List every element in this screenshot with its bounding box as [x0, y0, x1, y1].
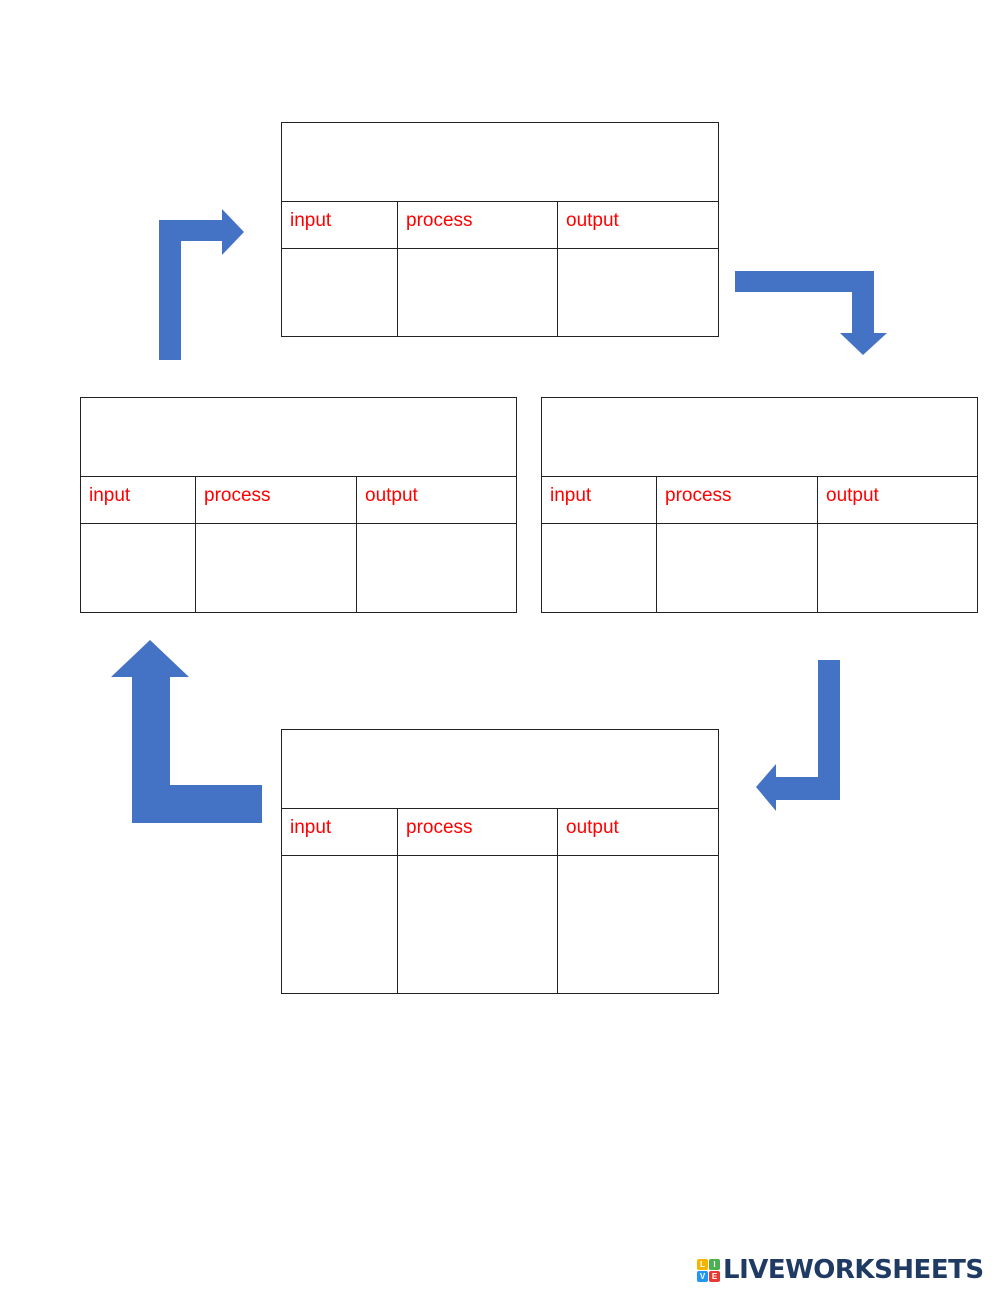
ipo-table-top: input process output — [280, 122, 720, 337]
output-cell[interactable] — [556, 855, 720, 994]
header-process: process — [397, 808, 558, 856]
process-cell[interactable] — [397, 855, 558, 994]
ipo-table-right: input process output — [540, 397, 979, 613]
header-input: input — [80, 476, 196, 524]
arrow-down-left — [756, 660, 840, 811]
input-cell[interactable] — [541, 523, 657, 613]
ipo-table-bottom: input process output — [280, 729, 720, 994]
ipo-table-left: input process output — [79, 397, 518, 613]
output-cell[interactable] — [355, 523, 518, 613]
header-process: process — [195, 476, 357, 524]
header-input: input — [281, 808, 398, 856]
header-process: process — [397, 201, 558, 249]
input-cell[interactable] — [80, 523, 196, 613]
header-output: output — [355, 476, 518, 524]
header-input: input — [281, 201, 398, 249]
output-cell[interactable] — [556, 248, 720, 337]
table-title-cell[interactable] — [79, 397, 518, 477]
process-cell[interactable] — [656, 523, 818, 613]
table-title-cell[interactable] — [280, 122, 720, 202]
arrow-up-right — [159, 209, 244, 360]
brand-name: LIVEWORKSHEETS — [723, 1255, 984, 1285]
header-process: process — [656, 476, 818, 524]
liveworksheets-logo: L I V E LIVEWORKSHEETS — [697, 1255, 984, 1285]
process-cell[interactable] — [195, 523, 357, 613]
header-input: input — [541, 476, 657, 524]
output-cell[interactable] — [816, 523, 979, 613]
arrow-right-down — [735, 271, 887, 355]
arrow-left-up — [111, 640, 262, 823]
table-title-cell[interactable] — [540, 397, 979, 477]
table-title-cell[interactable] — [280, 729, 720, 809]
header-output: output — [556, 201, 720, 249]
header-output: output — [816, 476, 979, 524]
input-cell[interactable] — [281, 248, 398, 337]
brand-logo-icon: L I V E — [697, 1258, 720, 1282]
process-cell[interactable] — [397, 248, 558, 337]
input-cell[interactable] — [281, 855, 398, 994]
header-output: output — [556, 808, 720, 856]
